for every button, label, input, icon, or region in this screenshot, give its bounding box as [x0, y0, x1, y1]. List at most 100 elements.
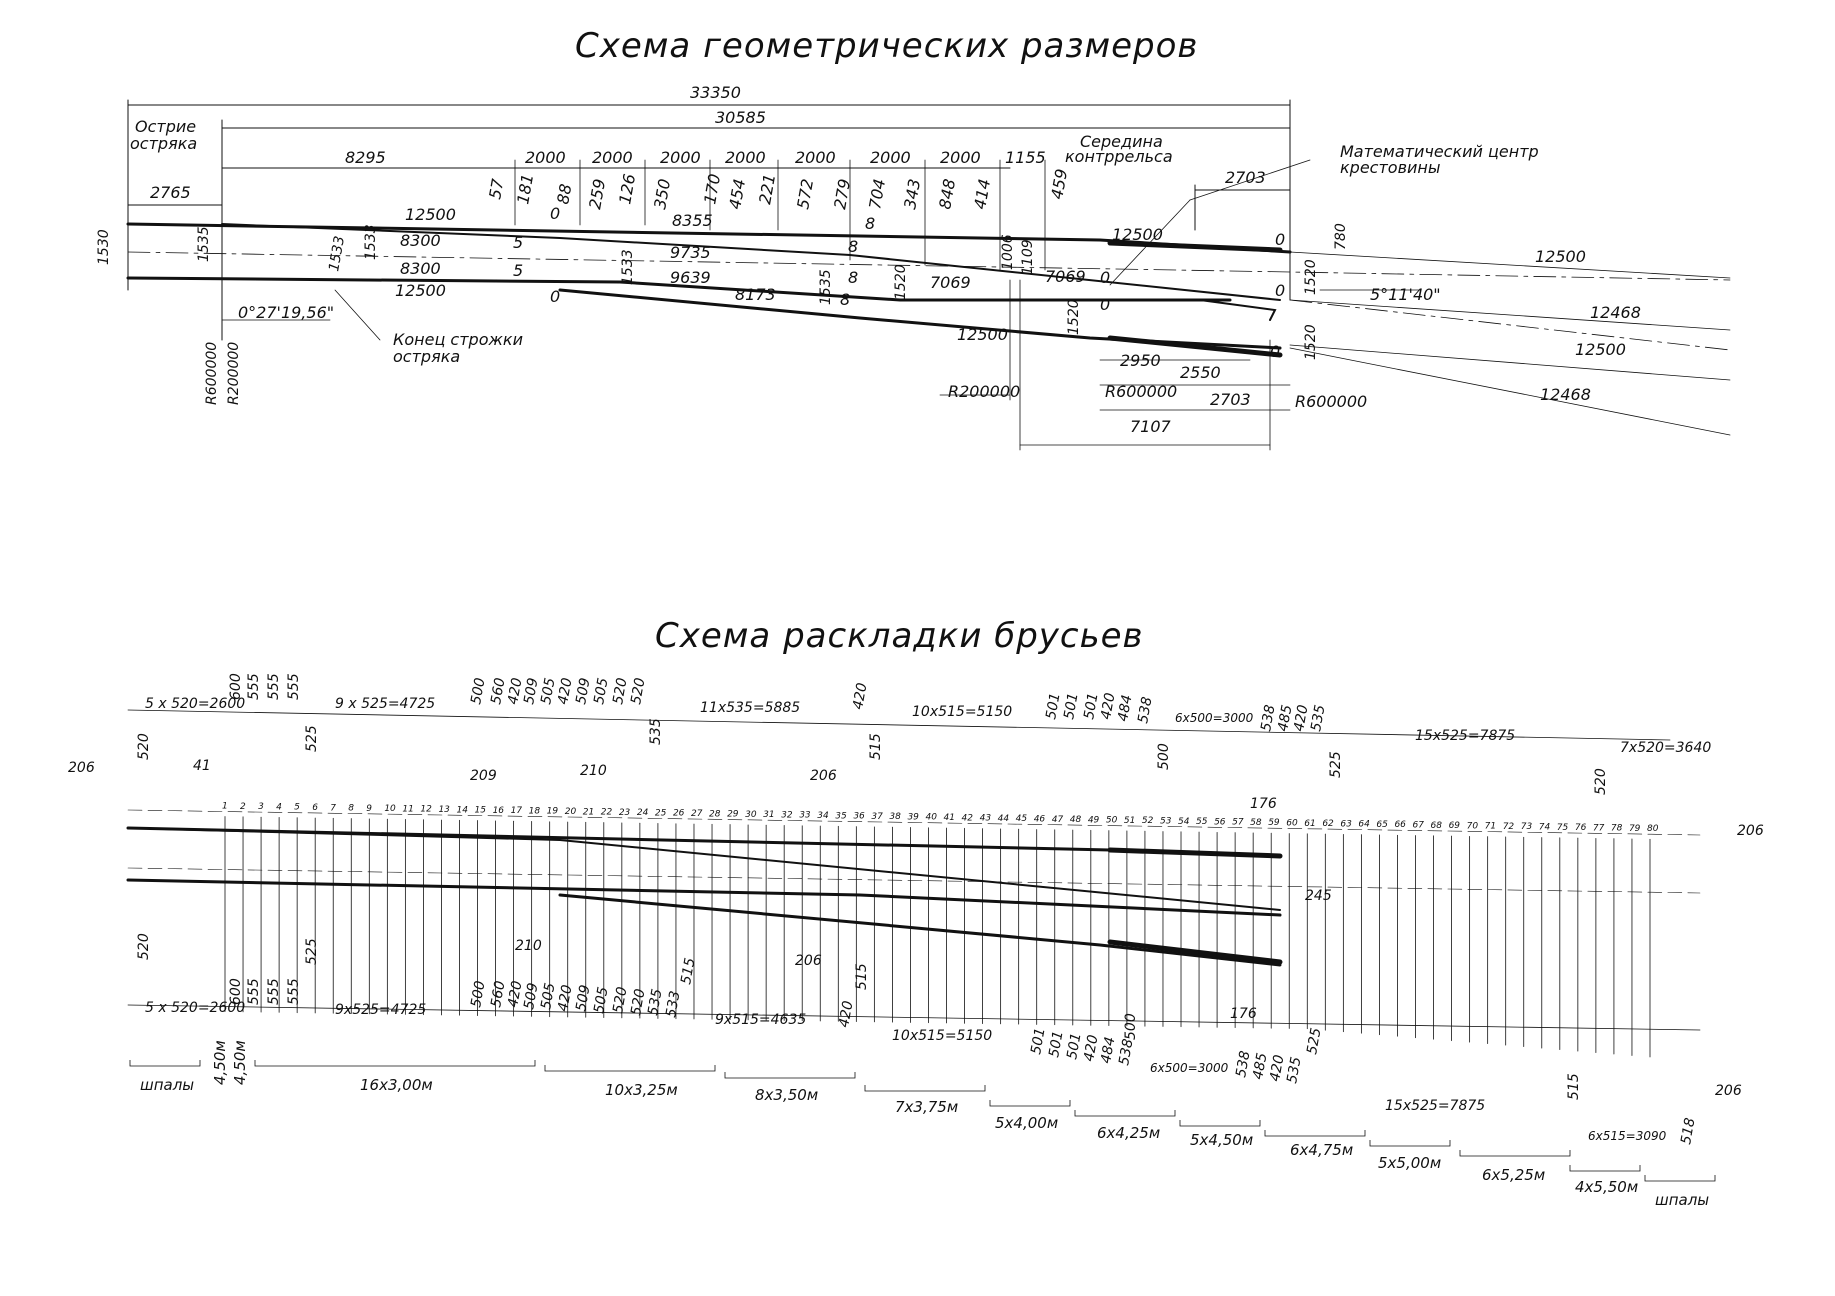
- sleeper-number: 79: [1629, 824, 1641, 834]
- sleeper-number: 74: [1539, 823, 1551, 833]
- sleeper-number: 21: [583, 807, 594, 817]
- geo-z8a: 8: [865, 214, 875, 233]
- geo-total-33350: 33350: [690, 83, 741, 102]
- sleeper-number: 31: [763, 810, 774, 820]
- slp-535: 535: [648, 718, 664, 745]
- geo-d2000c: 2000: [660, 148, 701, 167]
- geo-v57: 57: [485, 177, 507, 201]
- slp-b535: 535: [645, 988, 665, 1017]
- geo-w1535b: 1535: [818, 269, 834, 305]
- slp-top-484: 484: [1115, 694, 1135, 723]
- geo-r8173: 8173: [735, 285, 776, 304]
- sleeper-number: 80: [1647, 824, 1659, 834]
- slp-b525: 525: [304, 938, 320, 965]
- sleeper-number: 62: [1322, 819, 1334, 829]
- geo-end-label2: остряка: [393, 347, 460, 366]
- geo-z8d: 8: [840, 290, 850, 309]
- sleeper-number: 15: [475, 806, 487, 816]
- geo-v848: 848: [935, 177, 959, 210]
- slp-b206c: 206: [1715, 1083, 1742, 1099]
- slp-515: 515: [868, 733, 884, 760]
- geo-R600a: R600000: [204, 342, 220, 405]
- slp-top-7x520: 7x520=3640: [1620, 740, 1711, 756]
- slp-top-501c: 501: [1081, 692, 1101, 721]
- geo-w1535a: 1535: [196, 226, 212, 262]
- sleeper-number: 3: [258, 802, 264, 812]
- sleeper-number: 6: [312, 803, 318, 813]
- geo-z8c: 8: [848, 268, 858, 287]
- slp-b600: 600: [228, 978, 244, 1005]
- geo-R600b: R600000: [1105, 382, 1177, 401]
- geo-z0a: 0: [550, 204, 560, 223]
- sleeper-number: 46: [1034, 814, 1046, 824]
- slp-top-538: 538: [1135, 696, 1155, 725]
- sleeper-number: 61: [1304, 819, 1315, 829]
- geo-v572: 572: [793, 177, 817, 210]
- slp-top-420a: 420: [505, 677, 525, 706]
- slp-b500b: 500: [468, 980, 488, 1009]
- sleeper-number: 8: [348, 804, 354, 814]
- slp-top-501b: 501: [1061, 692, 1081, 721]
- sleeper-number: 58: [1250, 818, 1262, 828]
- slp-top-555a: 555: [246, 673, 262, 700]
- geo-r12500b: 12500: [395, 281, 446, 300]
- sleeper-number: 25: [655, 808, 667, 818]
- slp-b420c: 420: [836, 1000, 856, 1029]
- sleeper-number: 19: [547, 807, 559, 817]
- geo-w780: 780: [1333, 223, 1349, 250]
- slp-520b: 520: [1593, 768, 1609, 795]
- sleeper-number: 11: [402, 804, 413, 814]
- geo-d2000g: 2000: [940, 148, 981, 167]
- group-braces: [129, 1060, 1716, 1182]
- geo-w1530: 1530: [96, 229, 112, 265]
- geo-w1520c: 1520: [1303, 259, 1319, 295]
- sleeper-number: 14: [456, 805, 468, 815]
- sleepers-title: Схема раскладки брусьев: [655, 616, 1144, 656]
- geo-total-30585: 30585: [715, 108, 766, 127]
- geo-r12500e: 12500: [1535, 247, 1586, 266]
- slp-top-500: 500: [468, 677, 488, 706]
- geo-d2950: 2950: [1120, 351, 1161, 370]
- sleeper-number: 9: [366, 804, 372, 814]
- slp-top-9x525: 9 x 525=4725: [335, 696, 435, 712]
- sleeper-number: 29: [727, 810, 739, 820]
- geo-r9639: 9639: [670, 268, 711, 287]
- sleeper-number: 43: [980, 814, 992, 824]
- slp-b520b: 520: [610, 986, 630, 1015]
- sleeper-number: 27: [691, 809, 703, 819]
- slp-b520: 520: [136, 933, 152, 960]
- sleeper-number: 54: [1178, 817, 1190, 827]
- group-label: 5x4,00м: [995, 1114, 1058, 1132]
- slp-b525c: 525: [1304, 1027, 1324, 1056]
- geo-z0d: 0: [1275, 281, 1285, 300]
- geo-tip-label: Острие: [135, 117, 196, 136]
- geo-R600c: R600000: [1295, 392, 1367, 411]
- geo-w1533a: 1533: [326, 235, 348, 273]
- geo-r12500d: 12500: [957, 325, 1008, 344]
- sleeper-number: 17: [511, 806, 523, 816]
- slp-b9x515: 9x515=4635: [715, 1012, 806, 1028]
- geo-w1520a: 1520: [893, 264, 909, 300]
- sleeper-number: 69: [1449, 821, 1461, 831]
- geo-r12500c: 12500: [1112, 225, 1163, 244]
- slp-b555a: 555: [246, 978, 262, 1005]
- sleeper-number: 70: [1467, 821, 1479, 831]
- geo-r12500a: 12500: [405, 205, 456, 224]
- sleeper-number: 67: [1413, 821, 1425, 831]
- geo-z5a: 5: [513, 233, 523, 252]
- group-label: 8x3,50м: [755, 1086, 818, 1104]
- slp-top-501a: 501: [1043, 692, 1063, 721]
- geo-v221: 221: [755, 172, 779, 205]
- slp-b420e: 420: [1267, 1054, 1287, 1083]
- sleeper-number: 28: [709, 809, 721, 819]
- slp-b505b: 505: [591, 986, 611, 1015]
- geometry-scheme: [126, 99, 1731, 451]
- sleeper-number: 40: [925, 813, 937, 823]
- geo-r12468a: 12468: [1590, 303, 1641, 322]
- geo-d2703b: 2703: [1210, 390, 1251, 409]
- slp-210: 210: [580, 763, 607, 779]
- slp-b538: 538: [1116, 1038, 1136, 1067]
- group-label: 10x3,25м: [605, 1081, 678, 1099]
- sleeper-number: 7: [330, 803, 336, 813]
- sleeper-number: 33: [799, 811, 811, 821]
